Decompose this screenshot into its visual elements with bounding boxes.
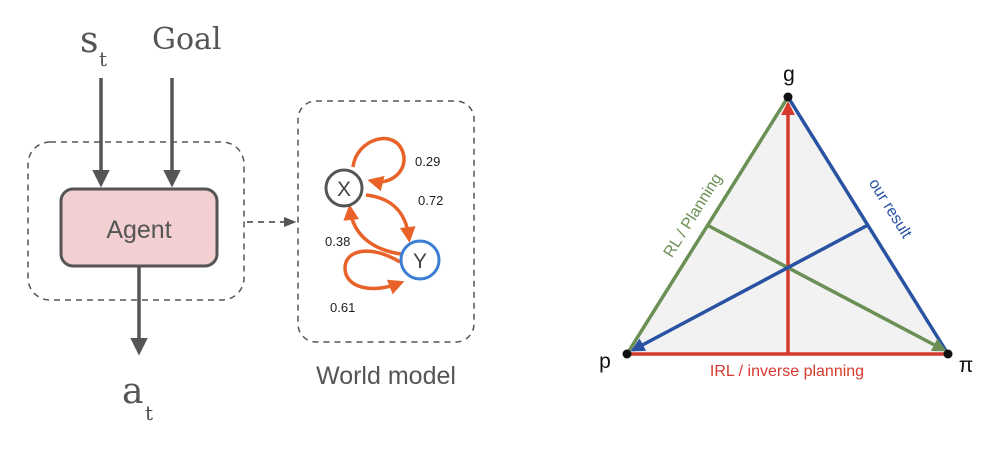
world-model: X Y 0.29 0.72 0.38 0.61 World model [297,100,475,390]
prob-y-to-x: 0.38 [325,234,350,249]
agent-diagram: s t Goal Agent a t [27,20,297,425]
transition-x-self [351,136,406,192]
action-subscript: t [145,401,153,425]
prob-x-self: 0.29 [415,154,440,169]
prob-x-to-y: 0.72 [418,193,443,208]
vertex-pi-label: π [959,354,974,377]
state-subscript: t [99,47,107,71]
goal-policy-triangle: g p π RL / Planning our result IRL / inv… [599,63,973,380]
transition-y-self [343,249,405,295]
node-y [399,239,441,281]
goal-label: Goal [152,22,222,57]
vertex-p-dot [622,349,632,359]
median-green [706,223,947,352]
node-x-label: X [337,178,351,201]
vertex-g-dot [783,92,793,102]
node-y-label: Y [413,250,427,273]
state-label: s [80,20,98,61]
world-model-caption: World model [316,362,456,390]
transition-y-to-x [343,204,402,256]
transition-x-to-y [365,193,416,243]
node-x [324,168,364,208]
prob-y-self: 0.61 [330,300,355,315]
median-blue [630,223,869,352]
vertex-p-label: p [599,350,611,373]
action-label: a [122,371,143,412]
edge-bottom-label: IRL / inverse planning [710,363,864,380]
vertex-g-label: g [783,63,795,86]
world-model-dashed-box [297,100,475,343]
agent-label: Agent [106,216,171,244]
agent-dashed-box [27,141,245,301]
vertex-pi-dot [943,349,953,359]
